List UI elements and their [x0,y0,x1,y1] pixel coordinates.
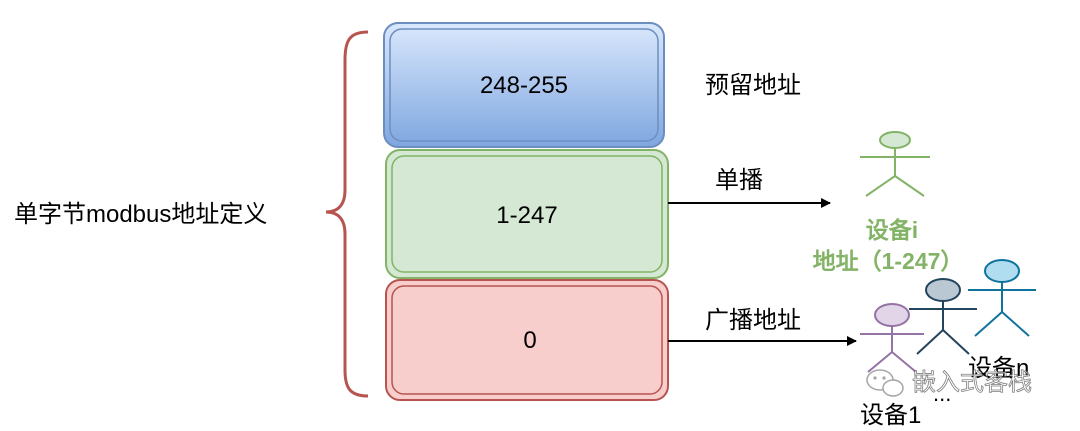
device-i-address-label: 地址（1-247） [813,248,964,274]
reserved-note: 预留地址 [705,72,801,99]
left-brace [325,30,369,398]
unicast-box: 1-247 [385,149,669,279]
device-1-label: 设备1 [860,402,921,429]
device-1-actor-icon [860,303,924,373]
device-i-actor-icon [860,131,930,197]
ellipsis-label: ... [933,381,951,406]
reserved-box: 248-255 [383,22,665,148]
wechat-icon [866,369,904,397]
broadcast-range-label: 0 [523,327,536,354]
watermark-text: 嵌入式客栈 [912,369,1032,396]
unicast-arrow-label: 单播 [715,167,763,194]
device-mid-actor-icon [909,278,977,355]
unicast-range-label: 1-247 [496,202,557,229]
reserved-range-label: 248-255 [480,72,568,99]
device-n-label: 设备n [968,355,1029,382]
left-label: 单字节modbus地址定义 [14,201,267,228]
broadcast-box: 0 [385,279,669,401]
broadcast-arrow-label: 广播地址 [705,307,801,334]
device-i-label: 设备i [866,217,918,243]
watermark: 嵌入式客栈 [866,369,1032,397]
device-n-actor-icon [968,259,1036,337]
